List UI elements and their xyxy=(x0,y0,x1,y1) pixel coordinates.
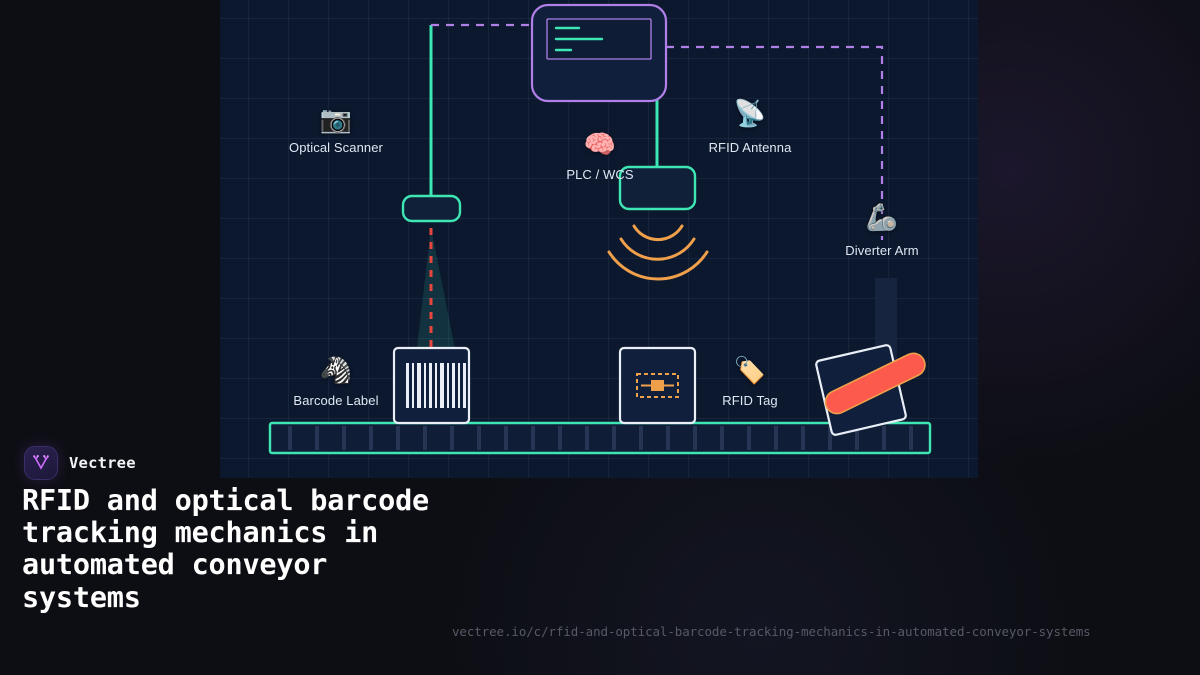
rfid-wave-arcs xyxy=(607,224,709,281)
brain-icon: 🧠 xyxy=(583,129,617,159)
zebra-icon: 🦓 xyxy=(319,355,353,385)
diverter-pusher[interactable] xyxy=(822,349,929,417)
vectree-v-logo-icon xyxy=(33,455,49,470)
barcode-stripes xyxy=(406,363,466,408)
logo-dot xyxy=(36,455,39,458)
plc-wcs-label: PLC / WCS xyxy=(566,167,634,182)
diagram-panel: 📷 Optical Scanner 🧠 PLC / WCS 📡 RFID Ant… xyxy=(220,0,978,478)
conveyor-rollers xyxy=(288,426,913,450)
rfid-antenna-label: RFID Antenna xyxy=(708,140,792,155)
satellite-antenna-icon: 📡 xyxy=(733,98,767,128)
controller-code-lines xyxy=(554,26,604,52)
scanner-head[interactable] xyxy=(401,194,462,223)
logo-dot xyxy=(43,455,46,458)
barcode-label-label: Barcode Label xyxy=(293,393,379,408)
brand-name: Vectree xyxy=(69,454,136,472)
mechanical-arm-icon: 🦾 xyxy=(865,202,899,232)
logo-dot xyxy=(46,455,49,458)
page-url: vectree.io/c/rfid-and-optical-barcode-tr… xyxy=(452,624,1091,639)
page-title: RFID and optical barcode tracking mechan… xyxy=(22,484,430,614)
brand[interactable]: Vectree xyxy=(24,446,136,480)
label-tag-icon: 🏷️ xyxy=(733,355,767,385)
diagram-illustration xyxy=(268,3,932,455)
logo-dot xyxy=(33,455,36,458)
rfid-chip-outline xyxy=(636,373,679,398)
brand-badge xyxy=(24,446,58,480)
camera-icon: 📷 xyxy=(319,104,353,134)
optical-scanner-label: Optical Scanner xyxy=(289,140,383,155)
diverter-arm-label: Diverter Arm xyxy=(845,243,919,258)
link-controller-to-diverter xyxy=(666,45,884,240)
conveyor-belt xyxy=(268,421,932,455)
rfid-tag-label: RFID Tag xyxy=(722,393,778,408)
rfid-reader-box[interactable] xyxy=(618,165,697,211)
